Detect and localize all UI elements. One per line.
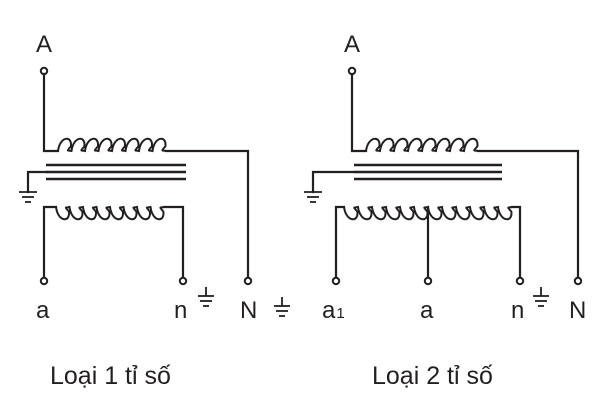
ground-icon <box>198 287 214 307</box>
primary-lead-wire <box>350 72 368 153</box>
terminal-a-tap[interactable] <box>423 276 433 286</box>
caption-single-ratio: Loại 1 tỉ số <box>50 362 171 390</box>
terminal-a1-subscript: 1 <box>336 305 344 322</box>
terminal-a-label: A <box>344 31 360 58</box>
secondary-right-wire <box>510 205 522 280</box>
ground-icon <box>19 191 37 203</box>
core-ground-wire <box>26 170 48 194</box>
terminal-n-lower-label: n <box>174 297 187 324</box>
terminal-a-lower-label: a <box>36 297 50 324</box>
secondary-winding-section-1 <box>343 205 429 221</box>
secondary-winding <box>55 205 165 221</box>
secondary-left-wire <box>42 205 58 280</box>
primary-winding <box>57 137 167 153</box>
core-ground-wire <box>311 170 356 194</box>
terminal-n-lower[interactable] <box>515 276 525 286</box>
terminal-a1-label: a1 <box>322 297 345 324</box>
ground-icon <box>304 191 322 203</box>
terminal-n-upper[interactable] <box>243 276 253 286</box>
ground-icon <box>274 297 290 317</box>
primary-return-wire <box>164 149 250 279</box>
primary-winding <box>365 137 479 153</box>
secondary-right-wire <box>162 205 185 280</box>
ground-icon <box>533 287 549 307</box>
terminal-n-upper-label: N <box>240 297 257 324</box>
terminal-a-label: A <box>36 31 52 58</box>
terminal-n-upper-label: N <box>569 297 586 324</box>
terminal-n-lower-label: n <box>511 297 524 324</box>
caption-dual-ratio: Loại 2 tỉ số <box>372 362 493 390</box>
primary-lead-wire <box>42 72 60 153</box>
terminal-a1-letter: a <box>322 297 336 324</box>
diagram-single-ratio: A N a n <box>19 31 290 390</box>
secondary-winding-section-2 <box>427 205 513 221</box>
terminal-a1[interactable] <box>331 276 341 286</box>
primary-return-wire <box>476 149 580 279</box>
secondary-left-wire <box>334 205 346 280</box>
terminal-a-tap-label: a <box>420 297 434 324</box>
terminal-a-lower[interactable] <box>39 276 49 286</box>
terminal-n-lower[interactable] <box>178 276 188 286</box>
terminal-n-upper[interactable] <box>573 276 583 286</box>
diagram-dual-ratio: A N a1 a n Loại 2 <box>304 31 586 390</box>
